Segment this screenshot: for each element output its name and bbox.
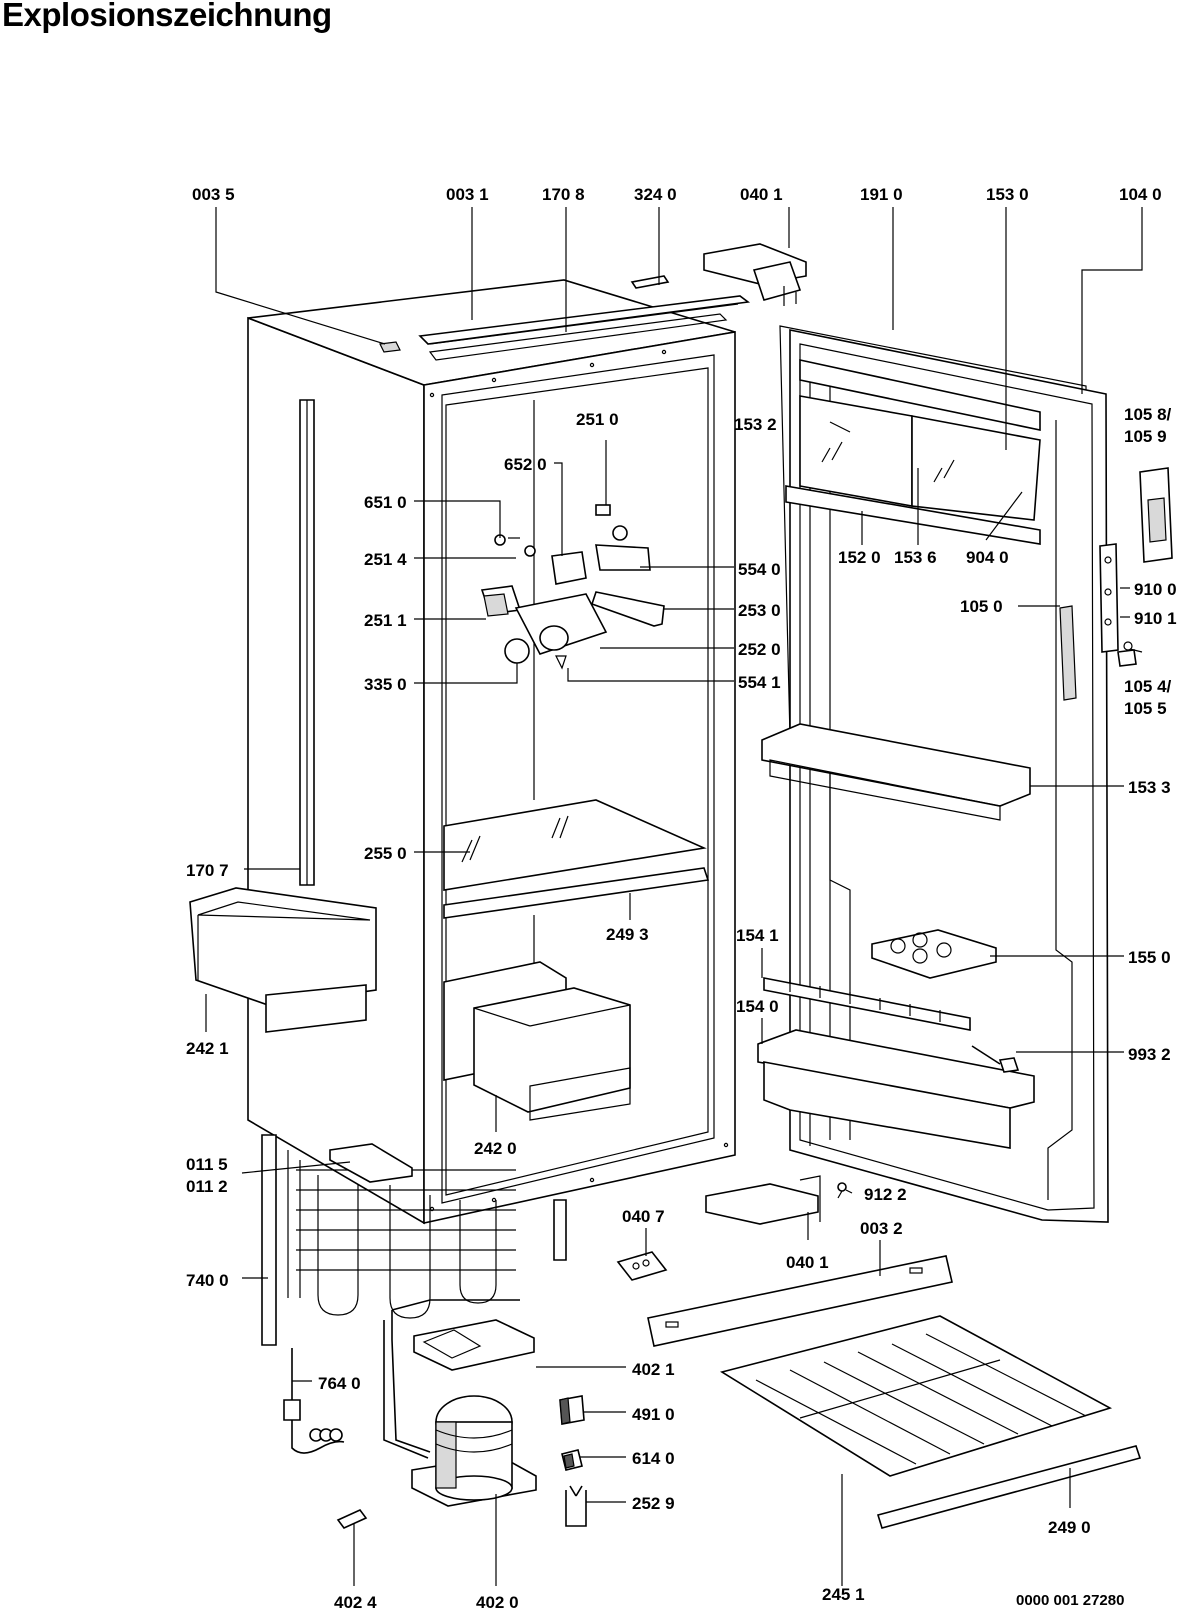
callout-6140: 614 0 [632,1449,675,1468]
callout-9122: 912 2 [864,1185,907,1204]
callout-1708: 170 8 [542,185,585,204]
callout-1550: 155 0 [1128,948,1171,967]
document-number: 0000 001 27280 [1016,1592,1125,1609]
callout-1910: 191 0 [860,185,903,204]
callout-0112: 011 2 [186,1177,228,1196]
callout-9040: 904 0 [966,548,1009,567]
page-title: Explosionszeichnung [2,0,332,33]
callout-4024: 402 4 [334,1593,377,1612]
callout-7640: 764 0 [318,1374,361,1393]
callout-2529: 252 9 [632,1494,675,1513]
callout-1540: 154 0 [736,997,779,1016]
callout-1058: 105 8/ [1124,405,1172,424]
callout-1040: 104 0 [1119,185,1162,204]
callout-0401b: 040 1 [786,1253,829,1272]
callout-0115: 011 5 [186,1155,228,1174]
thermostat-assembly [480,504,665,670]
door-small-parts [1099,467,1173,667]
callout-1050: 105 0 [960,597,1003,616]
callout-2514: 251 4 [364,550,407,569]
callout-0407: 040 7 [622,1207,665,1226]
callout-6510: 651 0 [364,493,407,512]
base-parts [647,1255,1142,1529]
compressor [383,1299,537,1507]
callout-1520: 152 0 [838,548,881,567]
callout-1054: 105 4/ [1124,677,1172,696]
callout-2520: 252 0 [738,640,781,659]
callout-2550: 255 0 [364,844,407,863]
callout-2421: 242 1 [186,1039,229,1058]
callout-2493: 249 3 [606,925,649,944]
leader-lines [205,207,1143,1586]
callout-4910: 491 0 [632,1405,675,1424]
callout-7400: 740 0 [186,1271,229,1290]
callout-4021: 402 1 [632,1360,675,1379]
callout-1530: 153 0 [986,185,1029,204]
callout-1536: 153 6 [894,548,937,567]
callout-2510: 251 0 [576,410,619,429]
callout-2420: 242 0 [474,1139,517,1158]
callout-6520: 652 0 [504,455,547,474]
callout-9100: 910 0 [1134,580,1177,599]
door-bin-left [189,887,377,1033]
crisper-drawers [443,961,631,1121]
callout-5540: 554 0 [738,560,781,579]
callout-5541: 554 1 [738,673,781,692]
callout-1532: 153 2 [734,415,777,434]
callout-0401: 040 1 [740,185,783,204]
callout-0032: 003 2 [860,1219,903,1238]
compressor-small-parts [336,1251,668,1529]
callout-1059: 105 9 [1124,427,1167,446]
condenser-coil [261,1134,567,1454]
callout-0031: 003 1 [446,185,489,204]
callout-1055: 105 5 [1124,699,1167,718]
refrigerator-door [757,325,1109,1223]
callout-2490: 249 0 [1048,1518,1091,1537]
callout-4020: 402 0 [476,1593,519,1612]
callout-labels: 003 5 003 1 170 8 324 0 040 1 191 0 153 … [186,185,1177,1612]
hinges [630,243,847,1225]
callout-1707: 170 7 [186,861,229,880]
callout-3240: 324 0 [634,185,677,204]
callout-0035: 003 5 [192,185,235,204]
callout-1533: 153 3 [1128,778,1171,797]
callout-3350: 335 0 [364,675,407,694]
callout-1541: 154 1 [736,926,779,945]
callout-2511: 251 1 [364,611,407,630]
callout-2451: 245 1 [822,1585,865,1604]
callout-9932: 993 2 [1128,1045,1171,1064]
callout-2530: 253 0 [738,601,781,620]
callout-9101: 910 1 [1134,609,1177,628]
glass-shelf [443,799,710,919]
